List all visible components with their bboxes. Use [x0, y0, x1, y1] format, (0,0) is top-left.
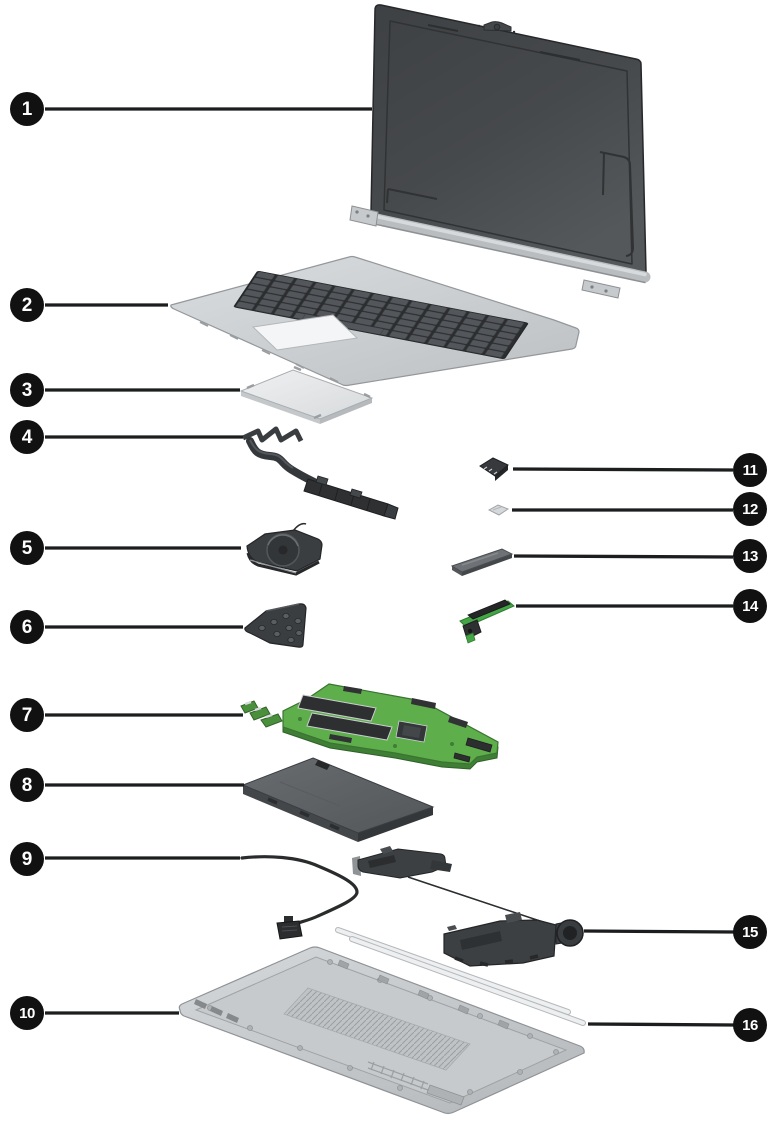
heat-sink-illustration [241, 426, 399, 520]
speakers-illustration [352, 846, 584, 967]
rubber-strip-2 [350, 937, 585, 1025]
small-board-illustration [487, 504, 510, 516]
system-board-illustration [240, 683, 499, 770]
heat-pipe [246, 437, 318, 486]
edge-clips [337, 959, 510, 1030]
bracket-plate-illustration [244, 603, 307, 648]
battery-illustration [241, 757, 435, 842]
display-cable-detail-left [386, 188, 438, 204]
display-hinge-bar [366, 212, 651, 284]
leader-line-16 [587, 1022, 735, 1027]
power-cable-illustration [240, 855, 359, 940]
display-cable-detail-right [599, 151, 635, 257]
bottom-cover-illustration [178, 946, 585, 1115]
touchpad-tabs [246, 365, 371, 420]
heat-sink-fin-bar [303, 478, 389, 517]
side-port-cutouts [194, 999, 239, 1023]
callout-balloon-4: 4 [10, 420, 44, 454]
speaker-left [352, 846, 452, 879]
leader-lines [45, 107, 735, 1027]
fan-wire [292, 522, 307, 532]
touchpad-surface [239, 369, 374, 420]
callout-balloon-15: 15 [733, 915, 767, 949]
callout-balloon-5: 5 [10, 531, 44, 565]
rubber-strip-1 [336, 928, 570, 1014]
callout-balloon-10: 10 [10, 996, 44, 1030]
callout-balloon-12: 12 [733, 492, 767, 526]
speaker-wire [407, 876, 553, 926]
vent-grille [283, 987, 471, 1071]
cover-ladder-detail [367, 1061, 429, 1091]
audio-jack [462, 619, 482, 640]
touchpad-opening [251, 314, 359, 351]
screw-bosses [207, 959, 559, 1095]
ssd-illustration [450, 548, 514, 576]
callout-balloon-11: 11 [733, 453, 767, 487]
callout-balloon-16: 16 [733, 1008, 767, 1042]
callout-balloon-2: 2 [10, 288, 44, 322]
board-connectors [329, 686, 468, 743]
battery-connector [315, 760, 330, 770]
memory-module-2 [306, 712, 393, 741]
heat-sink-brackets [241, 426, 304, 443]
callout-balloon-14: 14 [733, 589, 767, 623]
touchpad-illustration [239, 365, 374, 424]
audio-board-illustration [459, 599, 515, 644]
speaker-right [443, 912, 584, 967]
callout-balloon-7: 7 [10, 698, 44, 732]
battery-top [241, 757, 435, 834]
antenna-slots [427, 24, 581, 61]
cable-wire [240, 855, 359, 927]
callout-balloon-3: 3 [10, 373, 44, 407]
memory-module-1 [297, 694, 377, 722]
board-left-tabs [240, 700, 283, 728]
ssd-body [450, 548, 514, 573]
camera-lens-icon [493, 23, 501, 31]
fan-illustration [246, 522, 323, 576]
callout-balloon-1: 1 [10, 92, 44, 126]
callout-balloon-8: 8 [10, 768, 44, 802]
webcam-bump [477, 21, 516, 34]
wlan-module-illustration [479, 457, 509, 481]
rubber-strips-illustration [335, 927, 586, 1026]
callout-balloon-9: 9 [10, 842, 44, 876]
callout-balloon-6: 6 [10, 610, 44, 644]
battery-clips [267, 797, 340, 831]
hinge-bracket-right [581, 279, 621, 299]
audio-connector-bar [467, 599, 511, 620]
hinge-bracket-left [349, 205, 379, 227]
leader-line-15 [583, 929, 735, 934]
display-assembly-illustration [349, 4, 651, 299]
top-cover-illustration [170, 255, 580, 387]
callout-balloon-13: 13 [733, 539, 767, 573]
leader-line-11 [512, 467, 734, 472]
bracket-bumps [258, 613, 303, 644]
deck-edge-clips [199, 321, 339, 383]
leader-line-13 [513, 554, 734, 559]
